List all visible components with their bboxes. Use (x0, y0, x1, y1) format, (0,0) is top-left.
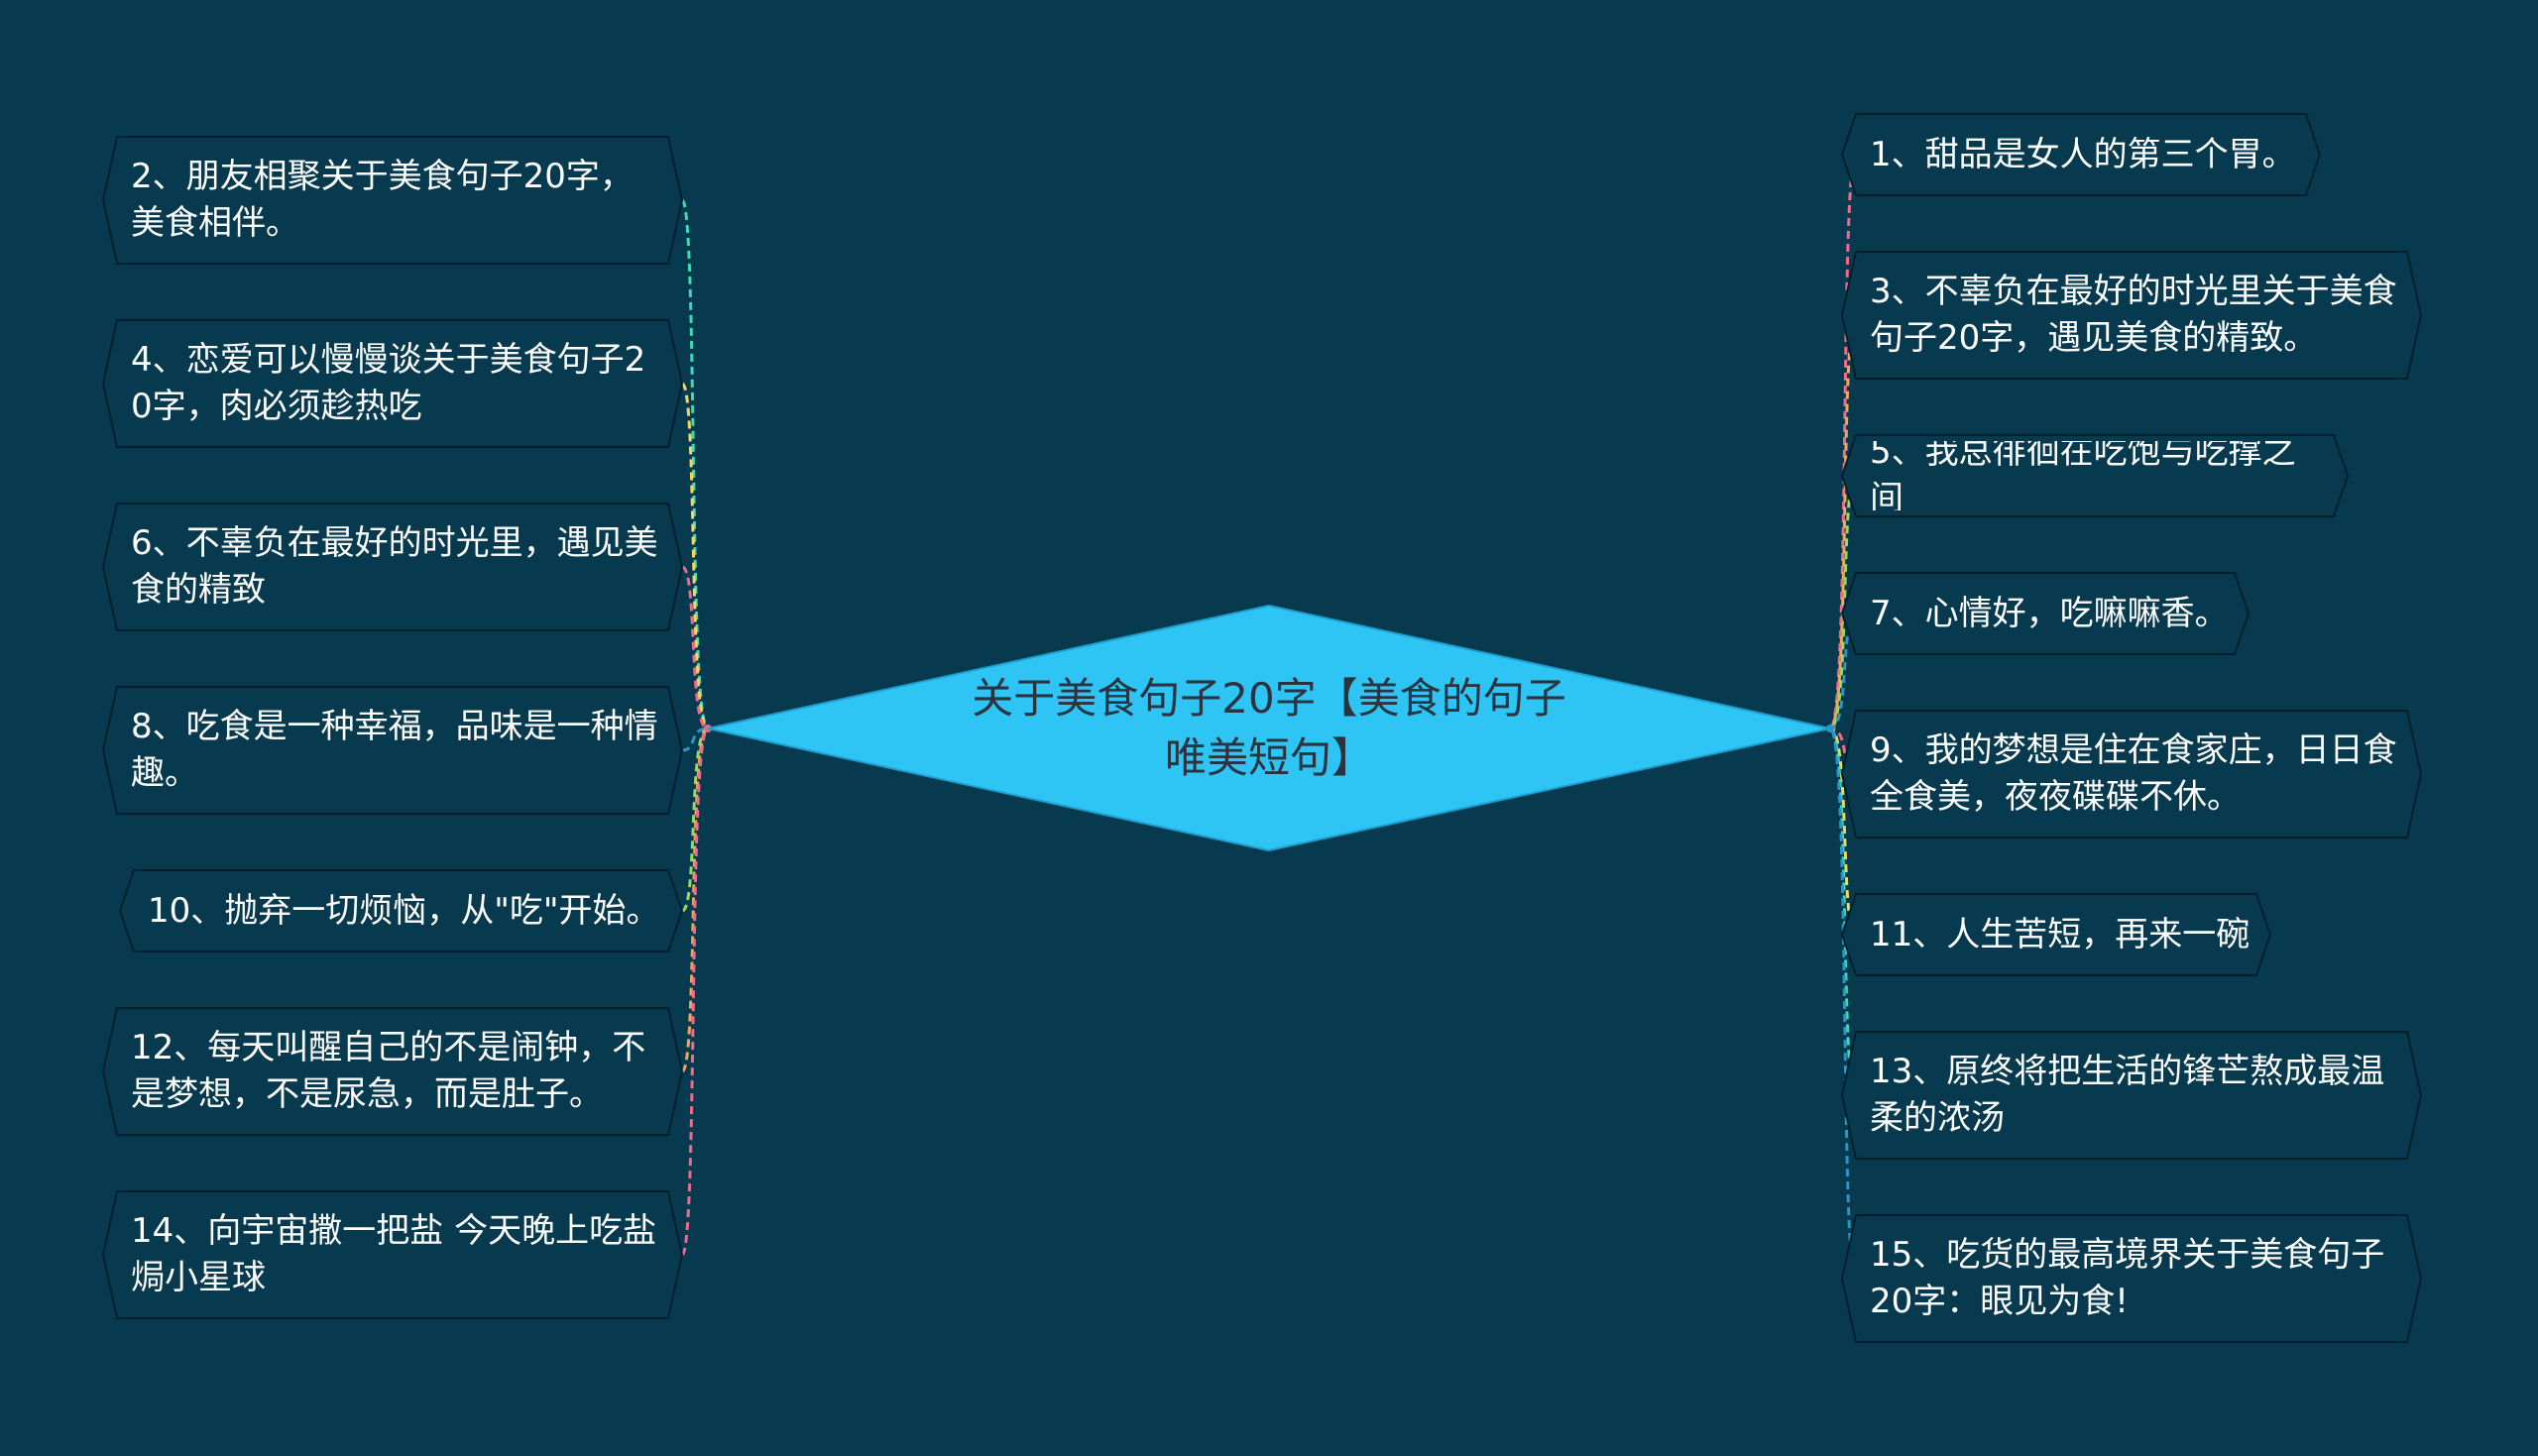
topic-node-left-0[interactable] (101, 136, 684, 265)
topic-node-right-7[interactable] (1840, 1214, 2423, 1343)
connector-right-1 (1828, 313, 1858, 730)
topic-node-right-4[interactable] (1840, 710, 2423, 839)
topic-node-right-0[interactable] (1840, 113, 2322, 196)
topic-label-right-3[interactable]: 7、心情好，吃嘛嘛香。 (1870, 593, 2229, 633)
topic-node-right-3[interactable] (1840, 572, 2250, 655)
connector-right-0 (1828, 153, 1858, 730)
topic-label-left-1[interactable]: 4、恋爱可以慢慢谈关于美食句子20字，肉必须趁热吃 (131, 340, 646, 426)
topic-node-right-1[interactable] (1840, 251, 2423, 380)
topic-label-right-2[interactable]: 5、我总徘徊在吃饱与吃撑之间 (1870, 441, 2296, 510)
topic-node-right-6[interactable] (1840, 1031, 2423, 1160)
topic-label-left-3[interactable]: 8、吃食是一种幸福，品味是一种情趣。 (131, 707, 658, 793)
central-topic-shape[interactable] (707, 604, 1831, 852)
topic-label-left-2[interactable]: 6、不辜负在最好的时光里，遇见美食的精致 (131, 523, 658, 610)
topic-label-right-7[interactable]: 15、吃货的最高境界关于美食句子20字：眼见为食! (1870, 1235, 2385, 1321)
topic-label-right-6[interactable]: 13、原终将把生活的锋芒熬成最温柔的浓汤 (1870, 1052, 2385, 1138)
topic-node-left-3[interactable] (101, 686, 684, 815)
topic-node-left-5[interactable] (101, 1007, 684, 1136)
topic-label-left-6[interactable]: 14、向宇宙撒一把盐 今天晚上吃盐焗小星球 (131, 1211, 657, 1297)
topic-node-right-2[interactable] (1840, 434, 2350, 517)
topic-node-left-2[interactable] (101, 503, 684, 631)
topic-label-left-4[interactable]: 10、抛弃一切烦恼，从"吃"开始。 (148, 890, 660, 931)
topic-node-left-1[interactable] (101, 319, 684, 448)
topic-nodes (101, 113, 2423, 1343)
connector-left-2 (676, 565, 709, 730)
topic-label-left-5[interactable]: 12、每天叫醒自己的不是闹钟，不是梦想，不是尿急，而是肚子。 (131, 1028, 646, 1114)
connector-right-5 (1829, 727, 1858, 937)
topic-node-left-4[interactable] (118, 869, 684, 952)
topic-label-right-5[interactable]: 11、人生苦短，再来一碗 (1870, 914, 2250, 954)
topic-label-right-4[interactable]: 9、我的梦想是住在食家庄，日日食全食美，夜夜碟碟不休。 (1870, 730, 2397, 817)
central-topic-title[interactable]: 关于美食句子20字【美食的句子唯美短句】 (972, 674, 1566, 782)
topic-label-left-0[interactable]: 2、朋友相聚关于美食句子20字，美食相伴。 (131, 157, 634, 243)
connector-left-6 (676, 727, 710, 1257)
topic-label-right-0[interactable]: 1、甜品是女人的第三个胃。 (1870, 134, 2296, 174)
topic-node-right-5[interactable] (1840, 893, 2272, 976)
topic-node-left-6[interactable] (101, 1190, 684, 1319)
topic-label-right-1[interactable]: 3、不辜负在最好的时光里关于美食句子20字，遇见美食的精致。 (1870, 272, 2397, 358)
